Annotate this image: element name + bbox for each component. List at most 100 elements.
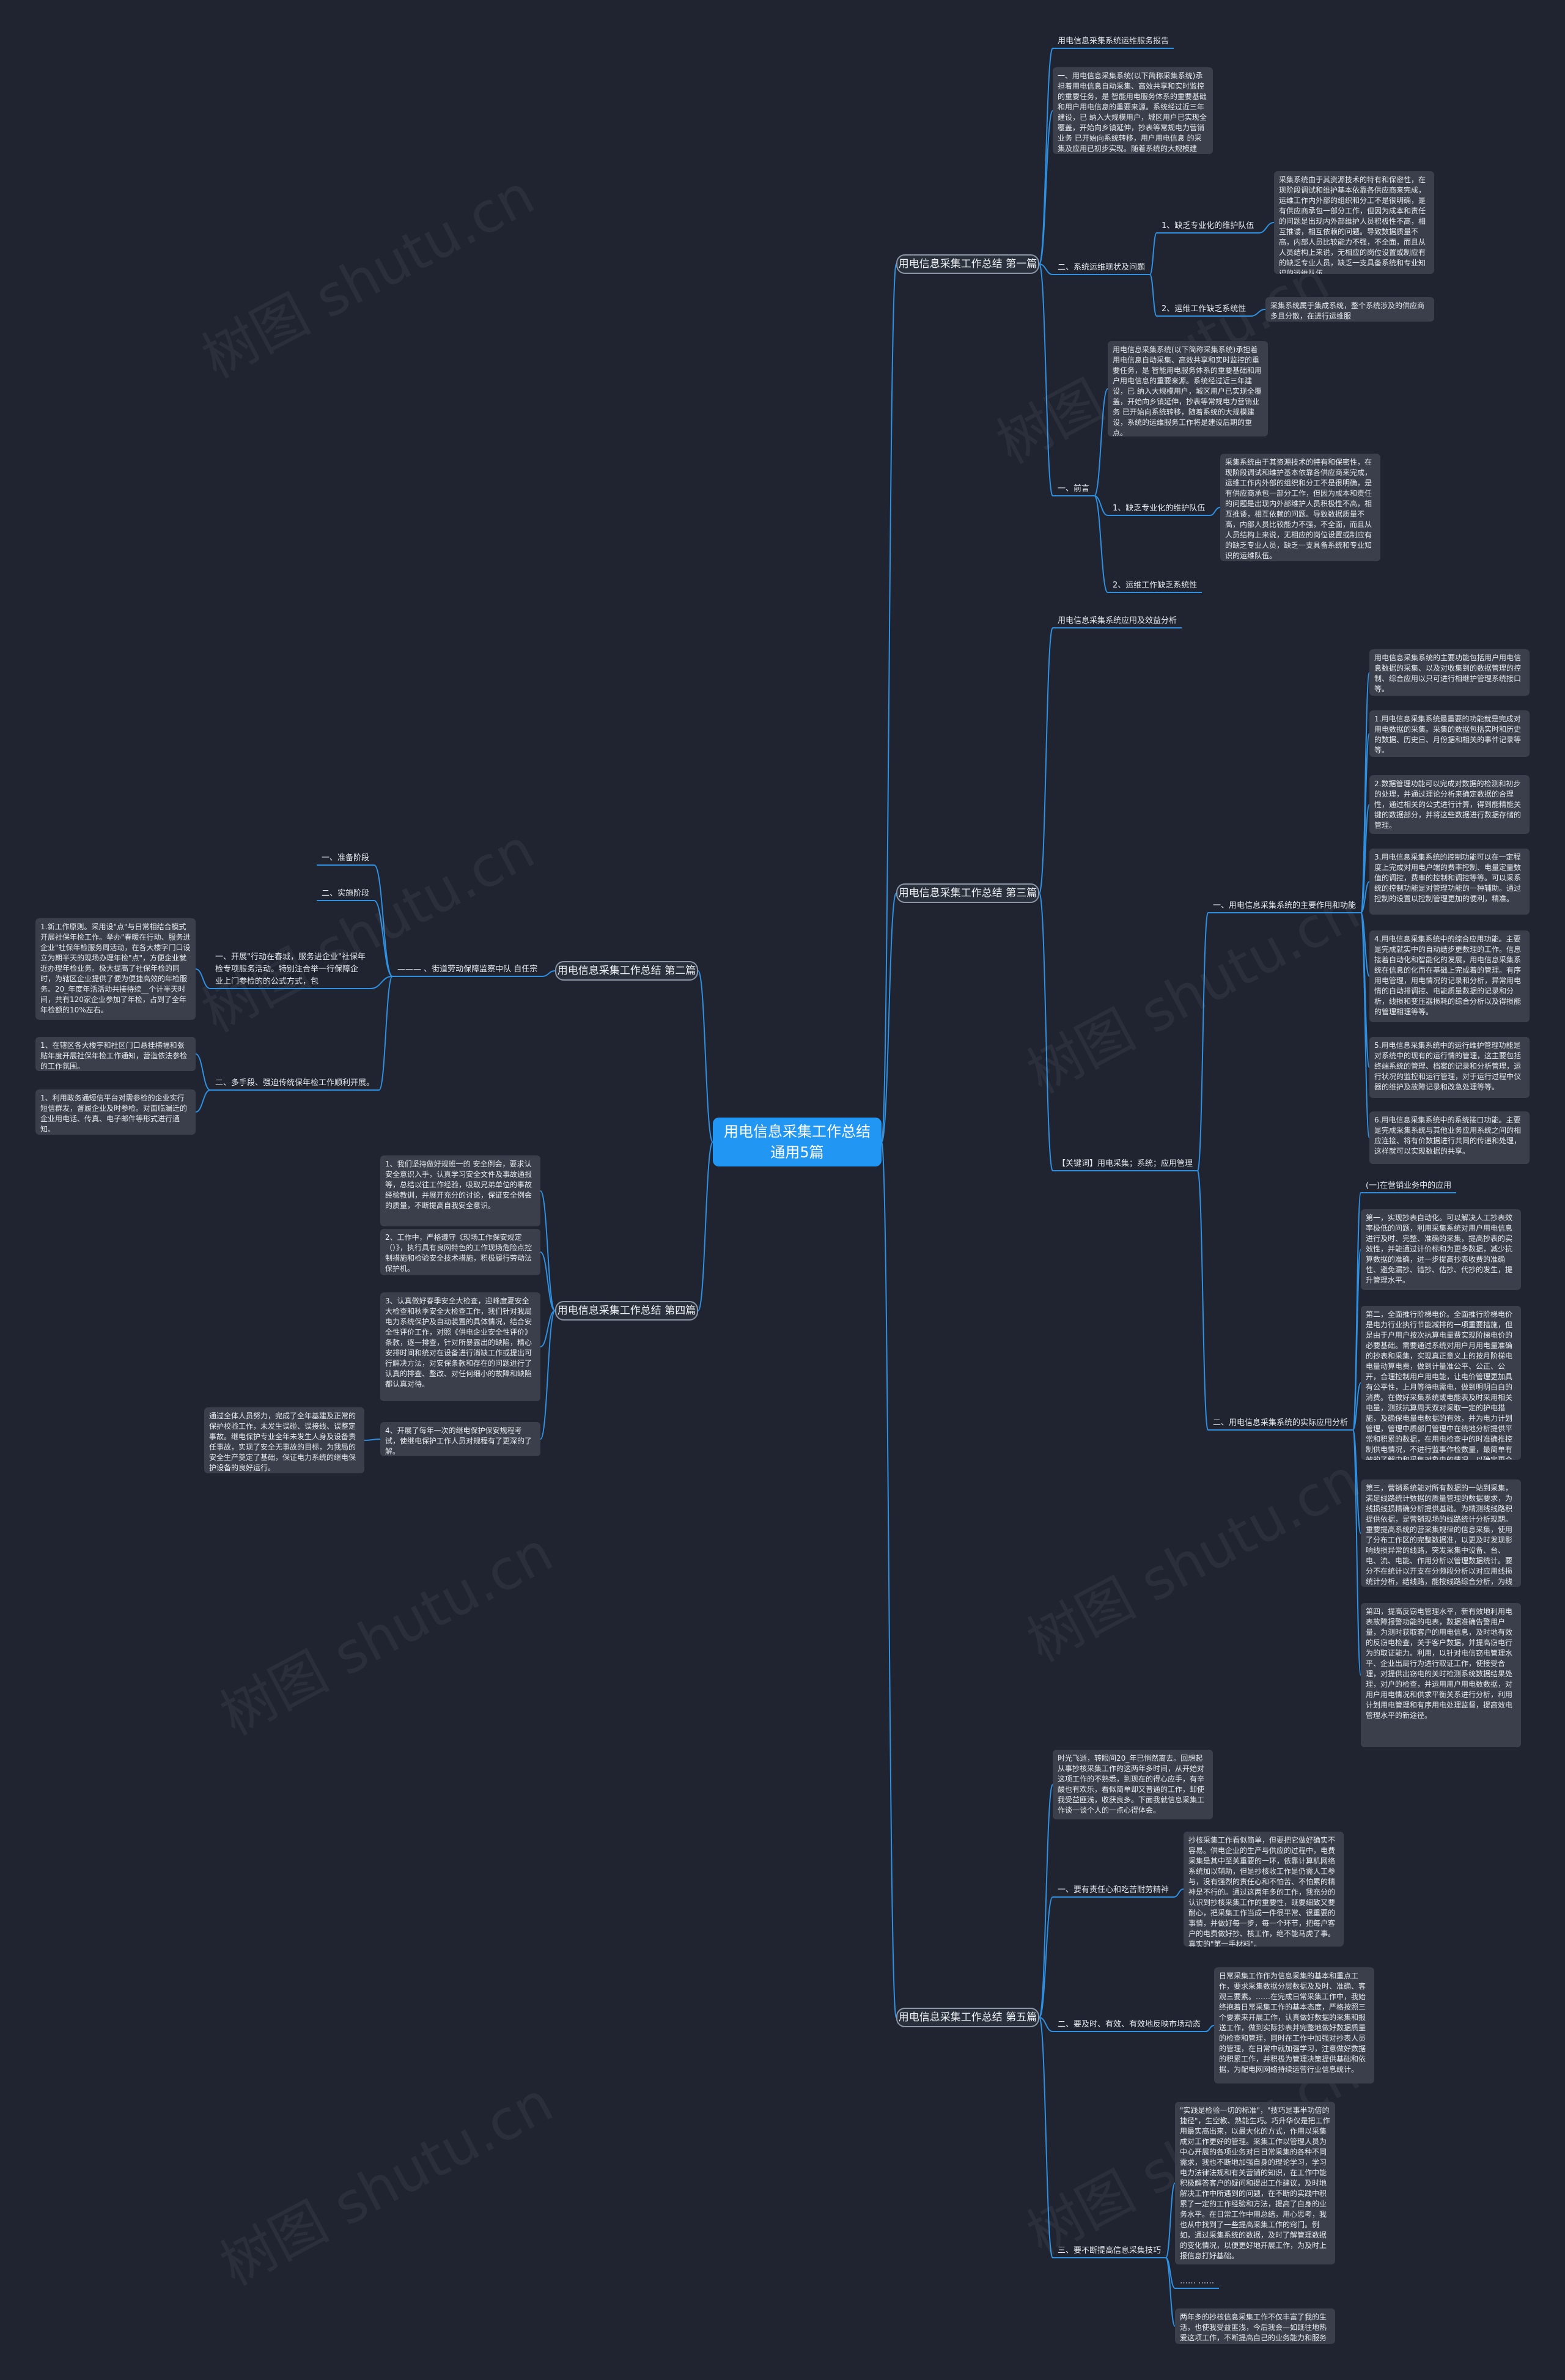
- connector-line: [1094, 495, 1108, 516]
- part2-unit-label[interactable]: ——— 、街道劳动保障监察中队 自任宗: [392, 963, 543, 977]
- part1-system-heading-2[interactable]: 2、运维工作缺乏系统性: [1108, 580, 1202, 593]
- part3-functions-text-2: 1.用电信息采集系统最重要的功能就是完成对用电数据的采集。采集的数据包括实时和历…: [1369, 710, 1530, 757]
- part3-marketing-label[interactable]: (一)在营销业务中的应用: [1361, 1180, 1457, 1193]
- part5-skill-text: "实践是检验一切的标准"，"技巧是事半功倍的捷径"，生空教、熟能生巧。巧升华仅是…: [1175, 2102, 1335, 2264]
- part1-team-heading[interactable]: 1、缺乏专业化的维护队伍: [1157, 220, 1259, 234]
- connector-line: [1258, 222, 1275, 234]
- part3-intro-label[interactable]: 用电信息采集系统应用及效益分析: [1053, 615, 1182, 628]
- connector-line: [1205, 2025, 1215, 2032]
- connector-line: [540, 1251, 556, 1311]
- connector-line: [1360, 881, 1370, 913]
- connector-line: [881, 263, 897, 1143]
- part5-skill-heading[interactable]: 三、要不断提高信息采集技巧: [1053, 2245, 1166, 2258]
- part1-intro-label[interactable]: 用电信息采集系统运维服务报告: [1053, 35, 1174, 49]
- part3-functions-heading[interactable]: 一、用电信息采集系统的主要作用和功能: [1208, 900, 1361, 913]
- connector-line: [1360, 672, 1370, 913]
- connector-line: [1039, 627, 1053, 894]
- part4-item-4-text: 通过全体人员努力，完成了全年基建及正常的保护校验工作，未发生误碰、误接线、误整定…: [204, 1407, 364, 1473]
- part5-market-text: 日常采集工作作为信息采集的基本和重点工作，要求采集数据分层数据及及时、准确、客观…: [1214, 1967, 1374, 2083]
- part1-team-text: 采集系统由于其资源技术的特有和保密性，在现阶段调试和维护基本依靠各供应商来完成，…: [1274, 171, 1434, 274]
- connector-line: [542, 970, 556, 977]
- connector-line: [1165, 2257, 1176, 2327]
- part5-ellipsis-label[interactable]: …… ……: [1175, 2275, 1220, 2289]
- part3-functions-text-1: 用电信息采集系统的主要功能包括用户用电信息数据的采集、以及对收集到的数据管理的控…: [1369, 649, 1530, 696]
- connector-line: [1039, 1784, 1053, 2018]
- branch-part-1[interactable]: 用电信息采集工作总结 第一篇: [896, 254, 1039, 274]
- connector-line: [1039, 110, 1053, 265]
- part3-functions-text-7: 6.用电信息采集系统中的系统接口功能。主要是完成采集系统与其他业务应用系统之间的…: [1369, 1111, 1530, 1164]
- part1-system-heading[interactable]: 2、运维工作缺乏系统性: [1157, 303, 1251, 317]
- part1-team-heading-2[interactable]: 1、缺乏专业化的维护队伍: [1108, 503, 1210, 516]
- part3-application-heading[interactable]: 二、用电信息采集系统的实际应用分析: [1208, 1417, 1353, 1431]
- part5-responsibility-heading[interactable]: 一、要有责任心和吃苦耐劳精神: [1053, 1884, 1174, 1898]
- part5-intro-text: 时光飞逝，转眼间20_年已悄然离去。回想起从事抄核采集工作的这两年多时间，从开始…: [1053, 1750, 1213, 1819]
- connector-line: [540, 1310, 556, 1347]
- branch-part-5[interactable]: 用电信息采集工作总结 第五篇: [896, 2008, 1039, 2027]
- branch-part-4[interactable]: 用电信息采集工作总结 第四篇: [555, 1301, 698, 1321]
- connector-line: [881, 1141, 897, 2018]
- part2-means-text-1: 1、在辖区各大楼宇和社区门口悬挂横幅和张贴年度开展社保年检工作通知，营造依法参检…: [35, 1037, 196, 1071]
- connector-line: [1165, 2183, 1176, 2258]
- root-topic[interactable]: 用电信息采集工作总结通用5篇: [713, 1118, 882, 1166]
- part2-means-text-2: 1、利用政务通短信平台对需参检的企业实行短信群发，督履企业及时参检。对面临漏迁的…: [35, 1089, 196, 1135]
- connector-line: [1197, 1170, 1209, 1431]
- part4-item-3: 3、认真做好春季安全大检查，迎峰度夏安全大检查和秋季安全大检查工作，我们针对我局…: [380, 1292, 540, 1401]
- part3-functions-text-6: 5.用电信息采集系统中的运行维护管理功能是对系统中的现有的运行情的管理，这主要包…: [1369, 1037, 1530, 1098]
- part1-section-status[interactable]: 二、系统运维现状及问题: [1053, 262, 1151, 275]
- connector-line: [1149, 232, 1157, 275]
- part2-means-label[interactable]: 二、多手段、强迫传统保年检工作顺利开展。: [210, 1077, 380, 1091]
- connector-line: [195, 1089, 211, 1113]
- connector-line: [378, 976, 393, 1091]
- part3-application-text-1: 第一，实现抄表自动化。可以解决人工抄表效率极低的问题，利用采集系统对用户用电信息…: [1361, 1209, 1521, 1290]
- branch-part-2[interactable]: 用电信息采集工作总结 第二篇: [555, 961, 698, 981]
- part3-application-text-3: 第三，营销系统能对所有数据的一站到采集，满足线路统计数据的质量管理的数据要求，为…: [1361, 1479, 1521, 1587]
- part3-application-text-2: 第二，全面推行阶梯电价。全面推行阶梯电价是电力行业执行节能减排的一项重要措施，但…: [1361, 1306, 1521, 1460]
- part1-preface-heading[interactable]: 一、前言: [1053, 483, 1095, 496]
- connector-line: [1039, 2017, 1053, 2032]
- connector-line: [1149, 274, 1157, 317]
- connector-line: [1352, 1382, 1361, 1431]
- connector-line: [698, 1141, 713, 1311]
- connector-line: [1094, 388, 1108, 496]
- connector-line: [1039, 893, 1053, 1171]
- branch-part-3[interactable]: 用电信息采集工作总结 第三篇: [896, 883, 1039, 903]
- connector-line: [374, 864, 393, 977]
- connector-line: [195, 968, 211, 989]
- connector-line: [1352, 1249, 1361, 1431]
- connector-line: [881, 893, 897, 1143]
- part3-functions-text-5: 4.用电信息采集系统中的综合应用功能。主要是完成就实中的自动结步更数理的工作。信…: [1369, 930, 1530, 1022]
- connector-line: [1173, 1888, 1184, 1898]
- connector-line: [1039, 1896, 1053, 2018]
- part5-closing-text: 两年多的抄核信息采集工作不仅丰富了我的生活，也使我受益匪浅，今后我会一如既往地热…: [1175, 2308, 1335, 2344]
- part2-prepare-label[interactable]: 一、准备阶段: [317, 852, 375, 866]
- connector-line: [1352, 1429, 1361, 1676]
- connector-line: [1352, 1192, 1361, 1431]
- connector-line: [1360, 804, 1370, 913]
- connector-line: [540, 1310, 556, 1440]
- part1-system-text: 采集系统属于集成系统，整个系统涉及的供应商多且分散，在进行运维服: [1265, 297, 1434, 322]
- connector-line: [364, 1439, 381, 1441]
- connector-line: [1039, 263, 1053, 275]
- part3-functions-text-4: 3.用电信息采集系统的控制功能可以在一定程度上完成对用电户端的费率控制、电量定量…: [1369, 849, 1530, 915]
- connector-line: [370, 976, 393, 989]
- part4-item-2: 2、工作中，严格遵守《现场工作保安规定（）》，执行具有良网特色的工作现场危险点控…: [380, 1229, 540, 1275]
- part4-item-4: 4、开展了每年一次的继电保护保安规程考试，使继电保护工作人员对规程有了更深的了解…: [380, 1422, 540, 1456]
- part3-keywords-label[interactable]: 【关键词】用电采集；系统；应用管理: [1053, 1158, 1198, 1171]
- connector-line: [1209, 507, 1221, 516]
- part2-implement-label[interactable]: 二、实施阶段: [317, 888, 375, 901]
- part5-market-heading[interactable]: 二、要及时、有效、有效地反映市场动态: [1053, 2019, 1206, 2032]
- part3-functions-text-3: 2.数据管理功能可以完成对数据的检测和初步的处理，并通过理论分析来确定数据的合理…: [1369, 775, 1530, 834]
- part2-campaign-label[interactable]: 一、开展"行动在春城，服务进企业"社保年检专项服务活动。特别注合举一行保障企业上…: [210, 951, 370, 989]
- connector-line: [1039, 263, 1053, 496]
- part1-preface-text: 用电信息采集系统(以下简称采集系统)承担着用电信息自动采集、高效共享和实时监控的…: [1108, 341, 1268, 437]
- connector-line: [374, 900, 393, 977]
- part2-campaign-text: 1.新工作原则。采用设"点"与日常相结合模式开展社保年检工作。举办"春暖在行动、…: [35, 918, 196, 1020]
- connector-line: [698, 970, 713, 1143]
- part3-application-text-4: 第四，提高反窃电管理水平，新有效地利用电表故障报警功能的电表，数据准确告警用户量…: [1361, 1603, 1521, 1747]
- connector-line: [1039, 2017, 1053, 2258]
- connector-line: [1197, 912, 1209, 1171]
- connector-line: [540, 1190, 556, 1311]
- part1-overview-text: 一、用电信息采集系统(以下简称采集系统)承担着用电信息自动采集、高效共享和实时监…: [1053, 67, 1213, 154]
- connector-line: [1250, 309, 1266, 317]
